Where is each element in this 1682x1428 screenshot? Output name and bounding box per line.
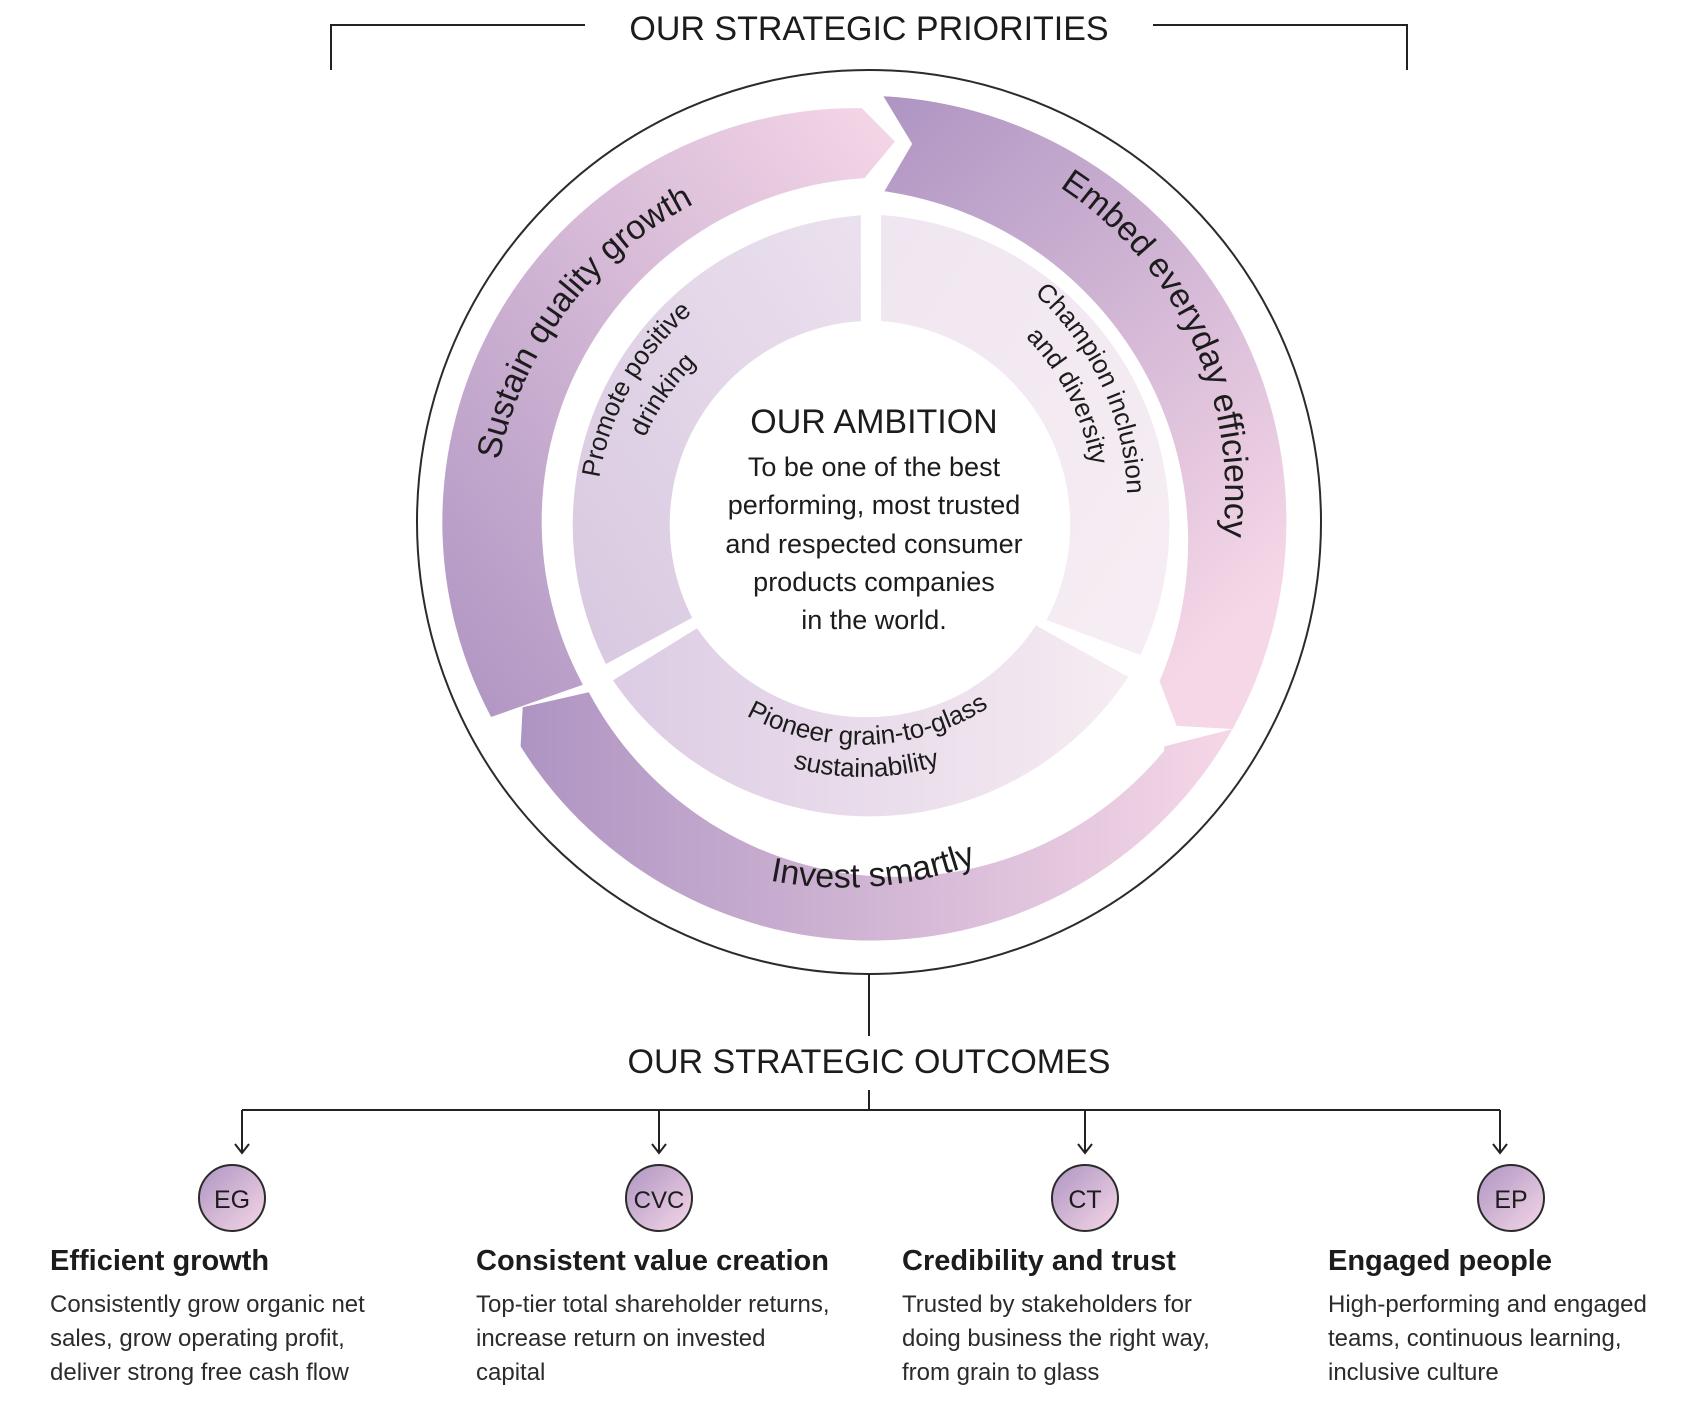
arrow-embed-everyday-efficiency: [883, 96, 1287, 729]
outcome-description: Trusted by stakeholders for doing busine…: [902, 1288, 1302, 1390]
badge-ep: EP: [1477, 1164, 1545, 1232]
outcome-credibility-and-trust: Credibility and trust Trusted by stakeho…: [902, 1245, 1302, 1390]
ambition-line: performing, most trusted: [728, 490, 1021, 520]
outcome-desc-line: sales, grow operating profit,: [50, 1325, 345, 1352]
outcome-title: Engaged people: [1328, 1245, 1552, 1277]
outcome-desc-line: Top-tier total shareholder returns,: [476, 1291, 830, 1318]
outcomes-branch-lines: [234, 1090, 1508, 1155]
ambition-title: OUR AMBITION: [750, 403, 997, 441]
outcome-desc-line: Consistently grow organic net: [50, 1291, 365, 1318]
badge-cvc: CVC: [625, 1164, 693, 1232]
outcome-desc-line: increase return on invested: [476, 1325, 766, 1352]
outcome-description: High-performing and engaged teams, conti…: [1328, 1288, 1678, 1390]
outcome-desc-line: from grain to glass: [902, 1359, 1100, 1386]
outcome-desc-line: Trusted by stakeholders for: [902, 1291, 1192, 1318]
ambition-line: To be one of the best: [748, 452, 1001, 482]
outcome-consistent-value-creation: Consistent value creation Top-tier total…: [476, 1245, 876, 1390]
outcome-engaged-people: Engaged people High-performing and engag…: [1328, 1245, 1678, 1390]
outcome-desc-line: deliver strong free cash flow: [50, 1359, 349, 1386]
outcome-desc-line: doing business the right way,: [902, 1325, 1210, 1352]
badge-ct: CT: [1051, 1164, 1119, 1232]
outcome-description: Consistently grow organic net sales, gro…: [50, 1288, 450, 1390]
badge-eg-code: EG: [214, 1186, 250, 1214]
header-bracket: [330, 24, 1408, 70]
outcome-desc-line: inclusive culture: [1328, 1359, 1499, 1386]
outcome-title: Efficient growth: [50, 1245, 270, 1277]
outcomes-title: OUR STRATEGIC OUTCOMES: [628, 1043, 1111, 1081]
ambition-line: and respected consumer: [725, 529, 1022, 559]
segment-promote-positive-drinking: [572, 215, 861, 665]
segment-pioneer-sustainability: [613, 625, 1129, 817]
priorities-title: OUR STRATEGIC PRIORITIES: [629, 10, 1108, 48]
ambition-statement: To be one of the best performing, most t…: [725, 452, 1022, 635]
outcome-desc-line: teams, continuous learning,: [1328, 1325, 1622, 1352]
outcome-efficient-growth: Efficient growth Consistently grow organ…: [50, 1245, 450, 1390]
arrow-invest-smartly: [520, 692, 1233, 941]
center-disc: [674, 327, 1064, 717]
badge-ep-code: EP: [1494, 1186, 1527, 1214]
badge-cvc-code: CVC: [634, 1187, 685, 1214]
arrow-sustain-quality-growth: [442, 108, 895, 718]
ambition-line: in the world.: [801, 605, 947, 635]
outcome-title: Consistent value creation: [476, 1245, 829, 1277]
badge-eg: EG: [198, 1164, 266, 1232]
segment-champion-inclusion: [881, 215, 1170, 655]
badge-ct-code: CT: [1068, 1186, 1101, 1214]
outcome-desc-line: High-performing and engaged: [1328, 1291, 1647, 1318]
outcome-desc-line: capital: [476, 1359, 546, 1386]
outcome-description: Top-tier total shareholder returns, incr…: [476, 1288, 876, 1390]
outcome-title: Credibility and trust: [902, 1245, 1176, 1277]
ambition-line: products companies: [753, 567, 995, 597]
